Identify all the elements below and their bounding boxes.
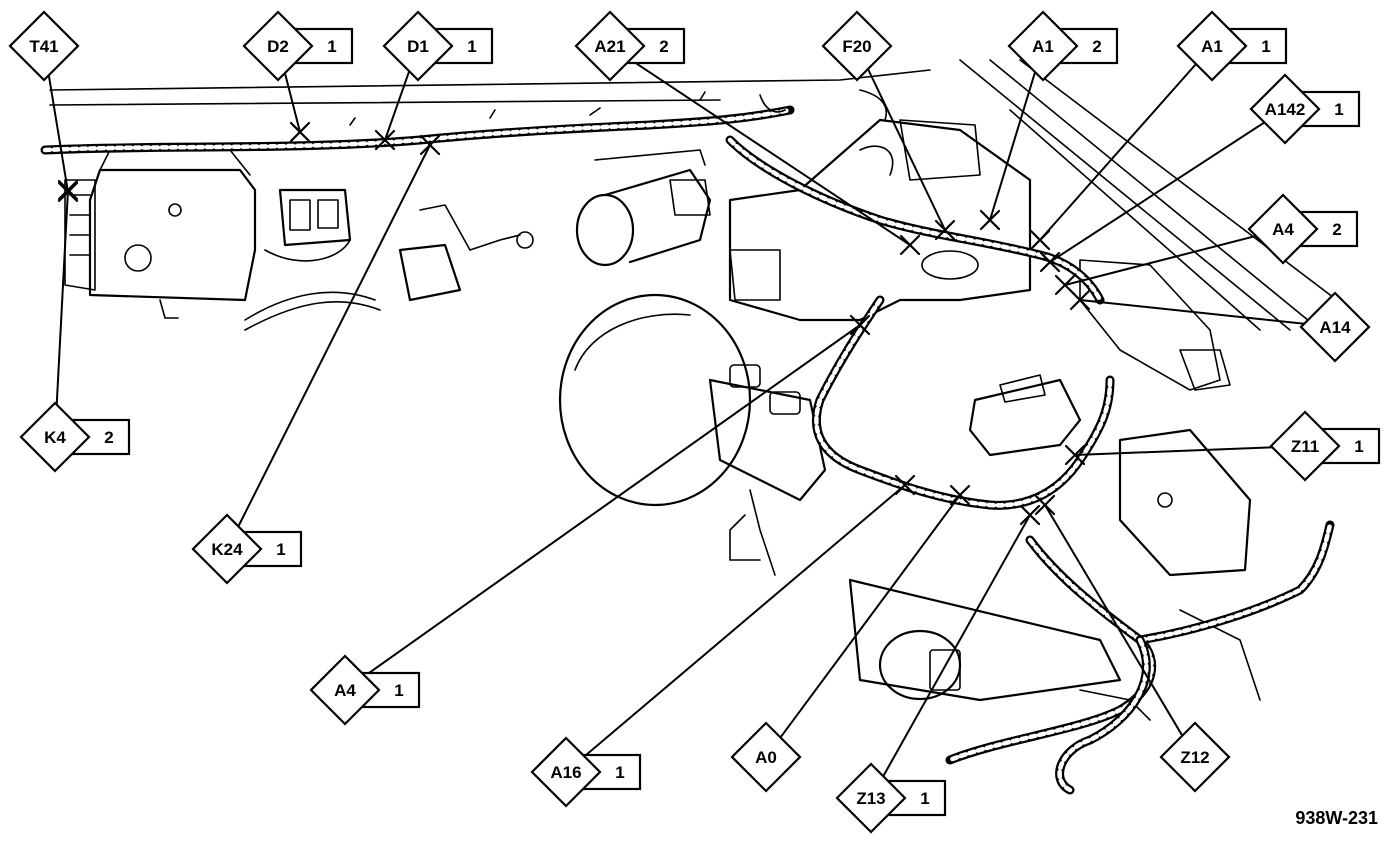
engine-compartment-art [49,59,1351,721]
callout-id: A1 [1201,37,1223,56]
callout-id: A1 [1032,37,1054,56]
leader-line-t41 [47,75,69,193]
leader-line-a14 [1079,299,1305,325]
callout-d1-1: 1 D1 [382,10,494,82]
leader-line-z12 [1044,504,1184,737]
callout-diamond [1269,410,1341,482]
leader-line-k24-1 [237,144,431,527]
leader-line-d2-1 [283,72,301,133]
callout-id: Z13 [856,789,885,808]
leader-lines [47,58,1305,777]
leader-line-d1-1 [384,70,411,141]
callout-number: 1 [1334,100,1343,119]
callout-diamond [382,10,454,82]
leader-line-f20 [867,68,946,231]
callout-a4-1: 1 A4 [309,654,421,726]
figure-id: 938W-231 [1295,808,1378,828]
wiring-harness [40,89,1335,795]
leader-line-a1-2 [989,71,1037,221]
callout-diamond [1299,291,1371,363]
callout-diamond [1159,721,1231,793]
callout-a16-1: 1 A16 [530,736,642,808]
callout-diamond [191,513,263,585]
callout-id: Z11 [1291,437,1319,456]
callout-number: 1 [1261,37,1270,56]
callout-diamond [242,10,314,82]
callout-id: A4 [334,681,356,700]
callout-id: K24 [211,540,243,559]
callout-number: 2 [1092,37,1101,56]
leader-line-a4-1 [364,324,861,677]
callout-z12: Z12 [1159,721,1231,793]
leader-line-z13-1 [882,514,1031,777]
callout-diamond [530,736,602,808]
callout-number: 1 [467,37,476,56]
callout-a0: A0 [730,721,802,793]
callout-z11-1: 1 Z11 [1269,410,1381,482]
callout-f20: F20 [821,10,893,82]
callout-diamond [574,10,646,82]
callout-t41: T41 [8,10,80,82]
leader-line-a0 [779,494,961,739]
leader-line-a21-2 [629,58,911,246]
callout-id: A16 [550,763,581,782]
callout-d2-1: 1 D2 [242,10,354,82]
callout-number: 1 [327,37,336,56]
callout-a1-2: 2 A1 [1007,10,1119,82]
callout-id: A142 [1265,100,1306,119]
callout-id: A21 [594,37,625,56]
leader-line-a16-1 [583,484,906,758]
callout-id: Z12 [1180,748,1209,767]
callout-diamond [1176,10,1248,82]
callout-number: 2 [104,428,113,447]
callout-id: T41 [29,37,58,56]
callout-id: A0 [755,748,777,767]
callout-number: 2 [1332,220,1341,239]
leader-line-k4-2 [55,189,69,405]
callout-k4-2: 2 K4 [19,401,131,473]
callout-a1-1: 1 A1 [1176,10,1288,82]
callout-a142-1: 1 A142 [1249,73,1361,145]
callout-number: 1 [920,789,929,808]
callout-number: 1 [276,540,285,559]
callout-id: D1 [407,37,429,56]
leader-line-a142-1 [1049,121,1265,263]
callout-id: D2 [267,37,289,56]
callout-a4-2: 2 A4 [1247,193,1359,265]
callout-number: 2 [659,37,668,56]
callout-id: A4 [1272,220,1294,239]
callout-a21-2: 2 A21 [574,10,686,82]
callout-number: 1 [394,681,403,700]
callout-diamond [1007,10,1079,82]
callout-diamond [835,762,907,834]
callout-a14: A14 [1299,291,1371,363]
callout-diamond [821,10,893,82]
callout-k24-1: 1 K24 [191,513,303,585]
leader-line-a4-2 [1064,234,1257,286]
leader-line-a1-1 [1039,63,1197,241]
callout-id: K4 [44,428,66,447]
callout-id: F20 [842,37,871,56]
callout-diamond [1249,73,1321,145]
callout-number: 1 [615,763,624,782]
callout-diamond [8,10,80,82]
callout-diamond [309,654,381,726]
callout-diamond [19,401,91,473]
callout-number: 1 [1354,437,1363,456]
callout-z13-1: 1 Z13 [835,762,947,834]
callout-diamond [730,721,802,793]
leader-line-z11-1 [1074,446,1273,456]
callout-diamond [1247,193,1319,265]
connector-marks [57,121,1091,526]
callout-id: A14 [1319,318,1351,337]
